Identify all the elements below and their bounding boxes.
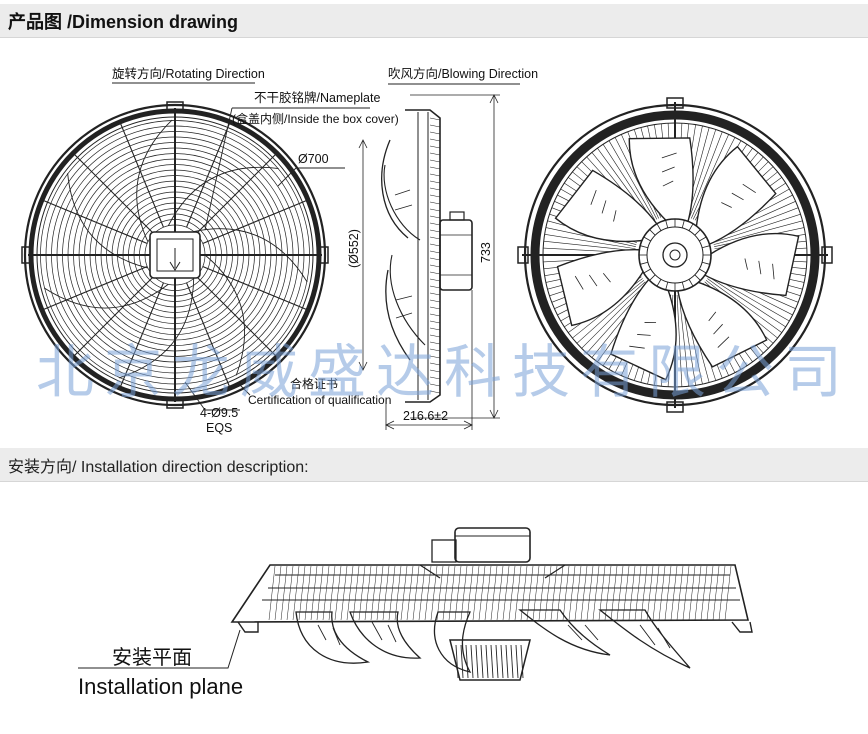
nameplate-note-label: (盒盖内侧/Inside the box cover): [232, 111, 399, 126]
certification-cn-label: 合格证书: [290, 376, 338, 391]
side-view: [358, 94, 500, 430]
installation-drawing: [78, 527, 753, 681]
depth-label: 216.6±2: [403, 409, 448, 423]
holes-label: 4-Ø9.5: [200, 406, 238, 420]
dimension-drawing-header: 产品图 /Dimension drawing: [0, 4, 868, 38]
leader-lines: [112, 82, 520, 411]
inner-diameter-label: (Ø552): [347, 229, 361, 268]
front-view: [21, 101, 329, 409]
certification-en-label: Certification of qualification: [248, 393, 391, 407]
installation-plane-en-label: Installation plane: [78, 674, 243, 699]
dimension-drawing-title: 产品图 /Dimension drawing: [8, 11, 239, 32]
rotating-direction-label: 旋转方向/Rotating Direction: [112, 66, 265, 81]
diameter-label: Ø700: [298, 152, 329, 166]
nameplate-label: 不干胶铭牌/Nameplate: [254, 90, 380, 105]
installation-plane-cn-label: 安装平面: [112, 646, 192, 669]
height-label: 733: [479, 242, 493, 263]
blowing-direction-label: 吹风方向/Blowing Direction: [388, 66, 538, 81]
installation-direction-header: 安装方向/ Installation direction description…: [0, 448, 868, 482]
rear-view: [517, 97, 833, 413]
holes-note-label: EQS: [206, 421, 232, 435]
installation-direction-title: 安装方向/ Installation direction description…: [8, 458, 309, 476]
